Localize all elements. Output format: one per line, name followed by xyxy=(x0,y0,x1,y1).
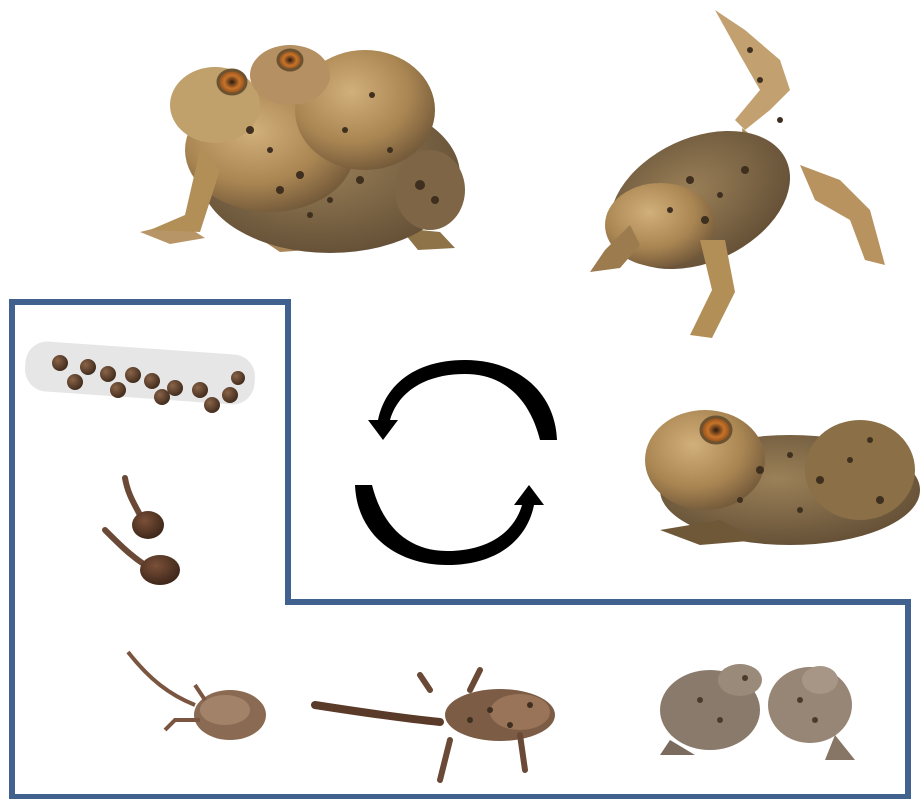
cycle-arrows xyxy=(355,360,557,565)
mating-toads-icon xyxy=(140,45,465,253)
tadpole-with-hind-legs-icon xyxy=(128,652,266,740)
tadpoles-icon xyxy=(105,478,180,585)
cycle-arrow-top-icon xyxy=(368,360,557,440)
jumping-toad-icon xyxy=(588,10,885,338)
adult-toad-icon xyxy=(645,410,920,545)
tadpole-with-legs-icon xyxy=(315,670,555,780)
egg-string-icon xyxy=(24,340,257,413)
cycle-arrow-bottom-icon xyxy=(355,485,544,565)
toadlets-icon xyxy=(660,664,855,760)
